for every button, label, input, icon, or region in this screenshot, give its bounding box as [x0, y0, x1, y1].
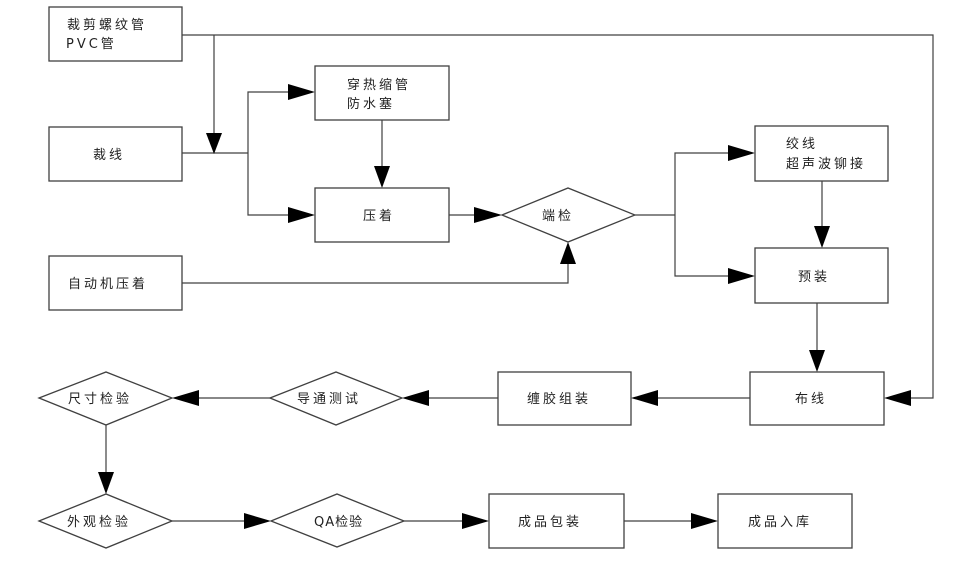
node-warehousing[interactable]: 成品入库: [717, 493, 853, 549]
node-cut-wire[interactable]: 裁线: [48, 126, 183, 182]
node-label: QA检验: [314, 514, 363, 530]
arrowhead-left-icon: [402, 390, 429, 406]
node-label: 穿热缩管: [347, 77, 411, 93]
arrowhead-down-icon: [374, 166, 390, 188]
node-label: 超声波铆接: [786, 156, 866, 172]
node-label: 防水塞: [347, 96, 395, 112]
node-twist-ultrasonic[interactable]: 绞线 超声波铆接: [754, 125, 889, 182]
node-label: 尺寸检验: [68, 391, 132, 407]
node-packing[interactable]: 成品包装: [488, 493, 625, 549]
arrowhead-left-icon: [884, 390, 911, 406]
edge-cut-corrugated-to-routing: [182, 34, 934, 399]
arrowhead-right-icon: [462, 513, 489, 529]
arrowhead-right-icon: [288, 207, 315, 223]
node-preassembly[interactable]: 预装: [754, 247, 889, 304]
node-label: 压着: [363, 208, 395, 224]
node-qa-check[interactable]: QA检验: [269, 493, 406, 548]
arrowhead-right-icon: [244, 513, 271, 529]
edges: [105, 34, 934, 522]
node-label: PVC管: [66, 37, 117, 52]
node-label: 绞线: [786, 136, 818, 152]
node-label: 缠胶组装: [527, 391, 591, 407]
node-label: 外观检验: [67, 514, 131, 530]
node-label: 裁线: [93, 147, 125, 163]
node-label: 布线: [795, 392, 827, 407]
node-label: 端检: [542, 209, 574, 224]
node-heat-shrink[interactable]: 穿热缩管 防水塞: [314, 65, 450, 121]
arrowhead-up-icon: [560, 242, 576, 264]
arrowhead-right-icon: [728, 268, 755, 284]
node-visual-check[interactable]: 外观检验: [37, 493, 174, 549]
node-terminal-check[interactable]: 端检: [500, 187, 637, 243]
node-cut-corrugated-pipe[interactable]: 裁剪螺纹管 PVC管: [48, 6, 183, 62]
edge-auto-crimp-to-terminal-check: [182, 258, 569, 284]
node-continuity-test[interactable]: 导通测试: [268, 371, 404, 426]
edge-junction-to-heat-shrink: [247, 91, 298, 153]
node-label: 成品包装: [518, 515, 582, 530]
arrowhead-right-icon: [474, 207, 502, 223]
arrowheads: [98, 84, 911, 529]
node-label: 裁剪螺纹管: [67, 17, 147, 33]
nodes: 裁剪螺纹管 PVC管 裁线 自动机压着 穿热缩管 防水塞 压着 端检: [37, 6, 889, 549]
node-label: 自动机压着: [68, 276, 148, 292]
arrowhead-down-icon: [809, 350, 825, 372]
edge-junction-to-preassembly: [674, 215, 738, 277]
node-label: 成品入库: [748, 514, 812, 530]
arrowhead-down-icon: [98, 472, 114, 494]
arrowhead-left-icon: [631, 390, 658, 406]
node-label: 预装: [798, 270, 830, 285]
arrowhead-down-icon: [814, 226, 830, 248]
arrowhead-left-icon: [172, 390, 199, 406]
arrowhead-right-icon: [288, 84, 315, 100]
edge-junction-to-crimp: [247, 153, 298, 216]
edge-junction-to-twist: [674, 152, 738, 215]
node-label: 导通测试: [297, 392, 361, 407]
node-routing[interactable]: 布线: [749, 371, 885, 426]
arrowhead-right-icon: [691, 513, 718, 529]
node-auto-crimp[interactable]: 自动机压着: [48, 255, 183, 311]
node-taping[interactable]: 缠胶组装: [497, 371, 632, 426]
node-crimp[interactable]: 压着: [314, 187, 450, 243]
arrowhead-right-icon: [728, 145, 755, 161]
arrowhead-down-icon: [206, 133, 222, 154]
node-dimension-check[interactable]: 尺寸检验: [37, 371, 174, 426]
